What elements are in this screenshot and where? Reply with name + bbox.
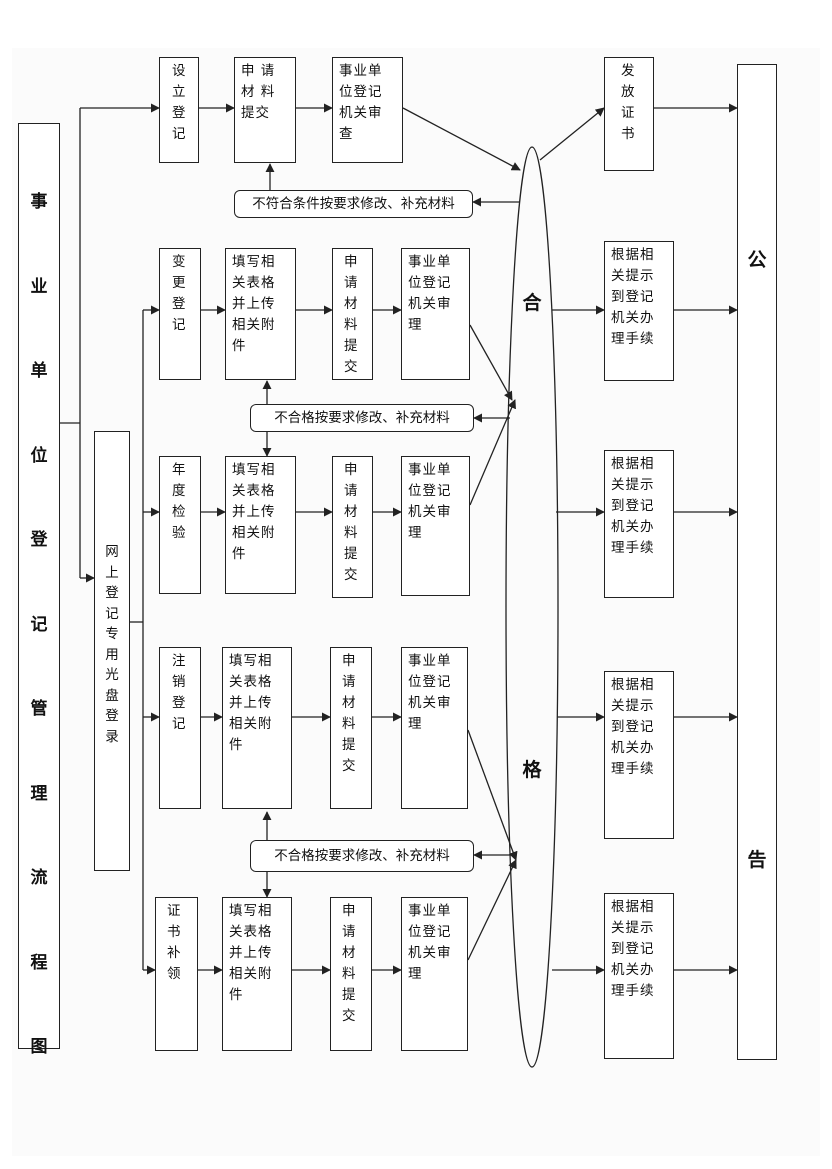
reissue-fill-box: 填写相 关表格 并上传 相关附 件 — [222, 897, 292, 1051]
reissue-review-box: 事业单 位登记 机关审 理 — [401, 897, 468, 1051]
setup-registration-box: 设 立 登 记 — [159, 57, 199, 163]
cancel-result-box: 根据相 关提示 到登记 机关办 理手续 — [604, 671, 674, 839]
cancel-fill-box: 填写相 关表格 并上传 相关附 件 — [222, 647, 292, 809]
reissue-apply-box: 申 请 材 料 提 交 — [330, 897, 372, 1051]
change-apply-box: 申 请 材 料 提 交 — [332, 248, 373, 380]
flowchart-title: 事 业 单 位 登 记 管 理 流 程 图 — [18, 123, 60, 1057]
change-review-box: 事业单 位登记 机关审 理 — [401, 248, 470, 380]
online-login-text: 网 上 登 记 专 用 光 盘 登 录 — [105, 544, 119, 745]
annual-result-box: 根据相 关提示 到登记 机关办 理手续 — [604, 450, 674, 598]
qualified-bottom-char: 格 — [522, 759, 542, 781]
issue-certificate-box: 发 放 证 书 — [604, 57, 654, 171]
change-result-box: 根据相 关提示 到登记 机关办 理手续 — [604, 241, 674, 381]
setup-review-box: 事业单 位登记 机关审 查 — [332, 57, 403, 163]
change-registration-box: 变 更 登 记 — [159, 248, 201, 380]
annual-apply-box: 申 请 材 料 提 交 — [332, 456, 373, 598]
announcement-box: 公 告 — [737, 64, 777, 1060]
certificate-reissue-box: 证 书 补 领 — [155, 897, 198, 1051]
annual-inspection-box: 年 度 检 验 — [159, 456, 201, 594]
setup-feedback-box: 不符合条件按要求修改、补充材料 — [234, 190, 473, 218]
announcement-bottom: 告 — [747, 849, 767, 871]
setup-submit-box: 申 请 材 料 提交 — [234, 57, 296, 163]
cancel-review-box: 事业单 位登记 机关审 理 — [401, 647, 468, 809]
change-fill-box: 填写相 关表格 并上传 相关附 件 — [225, 248, 296, 380]
annual-review-box: 事业单 位登记 机关审 理 — [401, 456, 470, 596]
mid-feedback-box: 不合格按要求修改、补充材料 — [250, 404, 474, 432]
reissue-result-box: 根据相 关提示 到登记 机关办 理手续 — [604, 893, 674, 1059]
low-feedback-box: 不合格按要求修改、补充材料 — [250, 840, 474, 872]
annual-fill-box: 填写相 关表格 并上传 相关附 件 — [225, 456, 296, 594]
qualified-top-char: 合 — [522, 292, 542, 314]
title-text: 事 业 单 位 登 记 管 理 流 程 图 — [30, 192, 48, 1057]
cancel-apply-box: 申 请 材 料 提 交 — [330, 647, 372, 809]
cancellation-box: 注 销 登 记 — [159, 647, 201, 809]
announcement-top: 公 — [747, 249, 767, 271]
online-login-box: 网 上 登 记 专 用 光 盘 登 录 — [94, 431, 130, 871]
qualified-oval — [505, 146, 559, 1068]
